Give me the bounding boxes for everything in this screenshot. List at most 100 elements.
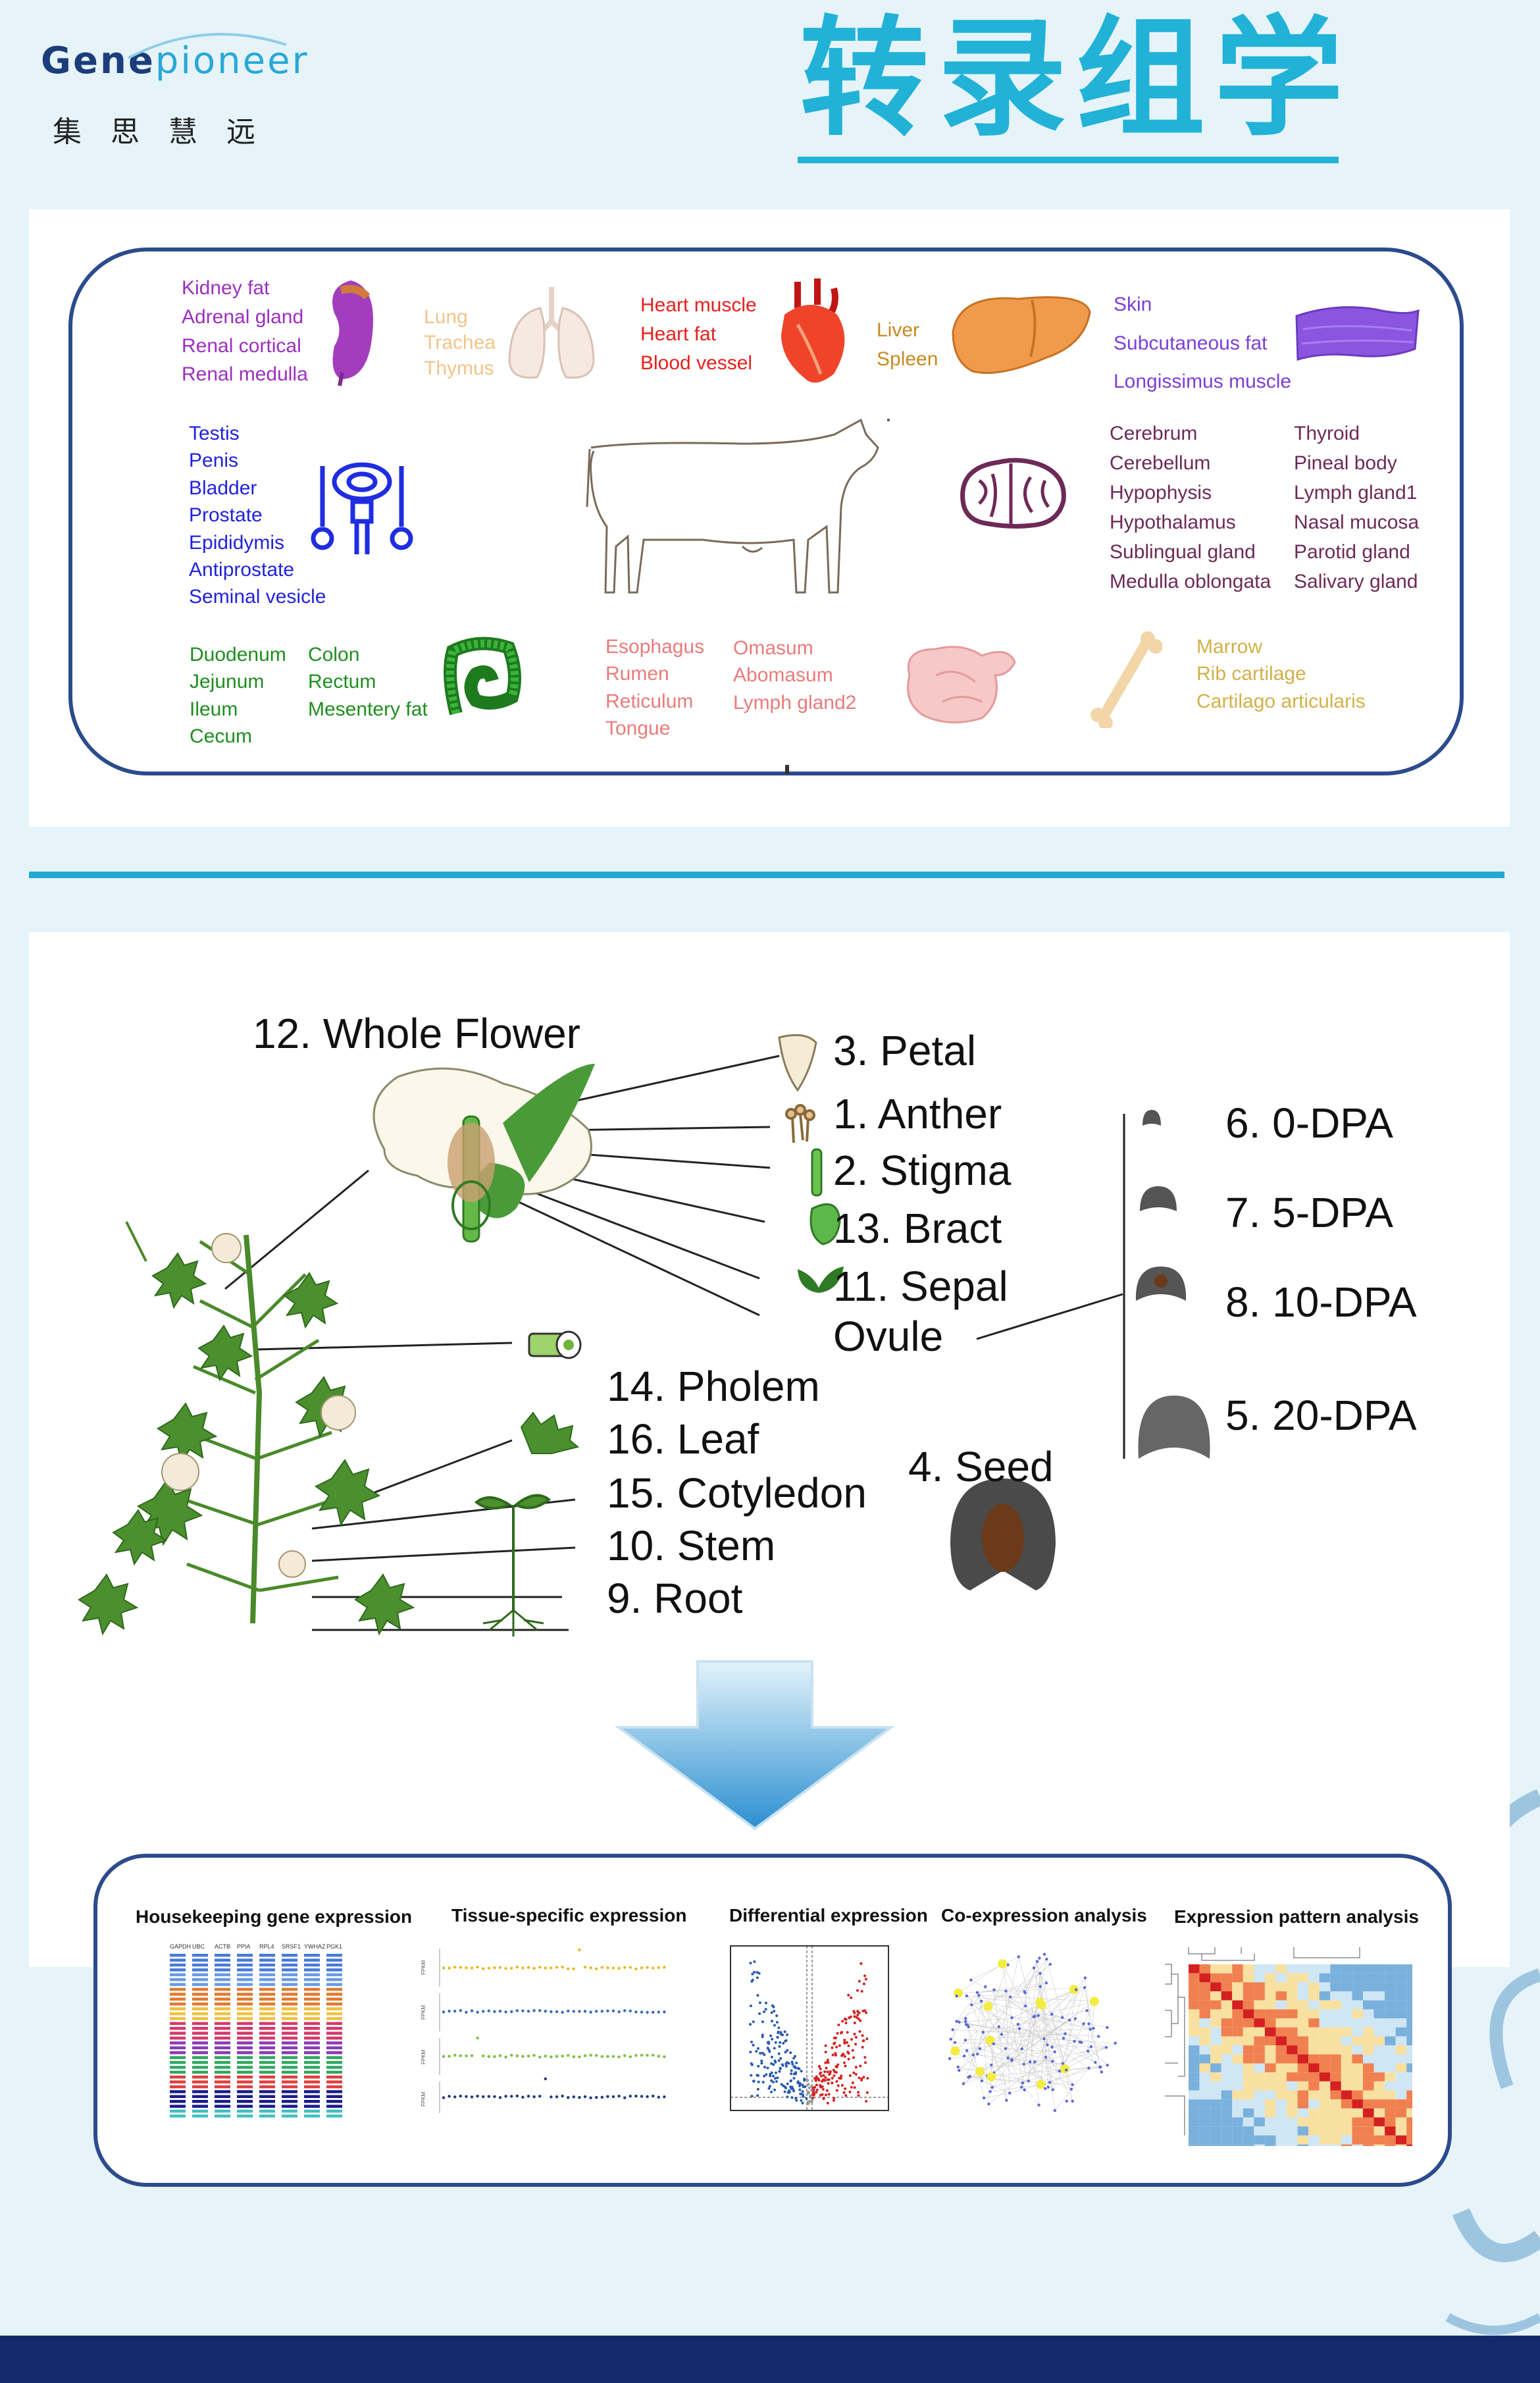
- hk-stripe: [237, 2003, 253, 2006]
- heatmap-cell: [1330, 2045, 1341, 2055]
- heatmap-cell: [1210, 2054, 1221, 2064]
- network-node: [1021, 2081, 1025, 2085]
- heatmap-cell: [1385, 1991, 1396, 2001]
- heatmap-cell: [1199, 2054, 1211, 2064]
- hk-stripe: [282, 2046, 297, 2050]
- heatmap-cell: [1341, 2063, 1352, 2073]
- hk-stripe: [282, 1993, 297, 1996]
- heatmap-cell: [1395, 2108, 1407, 2118]
- heatmap-cell: [1254, 2144, 1265, 2146]
- title-underline: [798, 157, 1339, 163]
- ts-point: [544, 2077, 547, 2081]
- hk-stripe: [304, 1958, 320, 1962]
- heatmap-cell: [1287, 2018, 1298, 2028]
- frame-tick: [785, 765, 789, 774]
- seed-icon: [950, 1479, 1056, 1590]
- ts-point: [510, 1966, 513, 1970]
- ts-point: [578, 2055, 581, 2058]
- hk-stripe: [259, 2090, 275, 2093]
- heatmap-cell: [1308, 2081, 1320, 2091]
- ts-point: [567, 2096, 570, 2099]
- ts-point: [595, 2095, 598, 2099]
- hk-stripe: [237, 1983, 253, 1986]
- hk-stripe: [215, 2076, 230, 2079]
- hk-stripe: [259, 2080, 275, 2083]
- volcano-point: [749, 2004, 752, 2008]
- volcano-point: [824, 2051, 827, 2054]
- network-node: [1089, 2045, 1093, 2049]
- heatmap-cell: [1330, 2072, 1341, 2082]
- hk-stripe: [170, 2041, 186, 2045]
- heatmap-cell: [1341, 2144, 1352, 2146]
- heatmap-cell: [1330, 2090, 1341, 2100]
- ts-point: [589, 1966, 592, 1970]
- hk-stripe: [326, 1973, 342, 1977]
- heatmap-cell: [1395, 1991, 1407, 2001]
- heatmap-cell: [1341, 2072, 1352, 2082]
- heatmap-cell: [1406, 2045, 1412, 2055]
- network-node: [1019, 2085, 1023, 2089]
- ts-point: [476, 2036, 479, 2040]
- hk-stripe: [304, 2114, 320, 2118]
- network-node: [1092, 2027, 1095, 2030]
- heatmap-cell: [1406, 2126, 1412, 2135]
- ts-point: [572, 1967, 575, 1971]
- volcano-point: [863, 2009, 867, 2012]
- heatmap-cell: [1385, 2117, 1396, 2127]
- network-node: [969, 1978, 973, 1982]
- volcano-point: [846, 2041, 848, 2044]
- heatmap-cell: [1341, 2045, 1352, 2055]
- seed-label: 4. Seed: [908, 1443, 1054, 1490]
- heatmap-cell: [1254, 1982, 1265, 1992]
- heatmap-cell: [1330, 2081, 1341, 2091]
- heatmap-cell: [1319, 2063, 1331, 2073]
- heatmap-cell: [1406, 2072, 1412, 2082]
- hk-stripe: [326, 1978, 342, 1981]
- hk-stripe: [259, 1983, 275, 1986]
- network-node: [1044, 2055, 1048, 2059]
- heatmap-cell: [1254, 2072, 1265, 2082]
- heatmap-cell: [1297, 2099, 1309, 2108]
- heatmap-cell: [1352, 1982, 1363, 1992]
- ts-point: [617, 1966, 621, 1970]
- network-edge: [971, 1982, 1046, 2005]
- network-edge: [1039, 2002, 1108, 2066]
- volcano-point: [763, 2010, 766, 2014]
- ts-point: [629, 1966, 632, 1969]
- ts-point: [572, 2095, 575, 2099]
- volcano-point: [819, 2083, 822, 2087]
- volcano-point: [790, 2069, 793, 2072]
- network-node: [1060, 2064, 1070, 2074]
- volcano-point: [794, 2071, 798, 2074]
- volcano-point: [863, 2056, 867, 2059]
- hk-stripe: [259, 2003, 275, 2006]
- volcano-point: [866, 2077, 869, 2080]
- network-edge: [1052, 2001, 1095, 2090]
- volcano-point: [779, 2041, 782, 2044]
- hk-stripe: [170, 1987, 186, 1991]
- heatmap-cell: [1264, 2045, 1276, 2055]
- network-node: [1087, 2022, 1091, 2026]
- volcano-point: [854, 2073, 858, 2076]
- heatmap-cell: [1210, 2000, 1221, 2010]
- heatmap-cell: [1199, 2000, 1211, 2010]
- hk-stripe: [192, 2114, 208, 2118]
- hk-stripe: [237, 2070, 253, 2074]
- hk-stripe: [170, 1963, 186, 1967]
- hk-stripe: [282, 1983, 297, 1986]
- heatmap-cell: [1243, 2135, 1254, 2145]
- hk-stripe: [282, 2027, 297, 2030]
- hk-stripe: [237, 2051, 253, 2055]
- volcano-point: [815, 2091, 818, 2094]
- volcano-point: [831, 2046, 834, 2049]
- heatmap-cell: [1264, 2000, 1276, 2010]
- volcano-point: [847, 1993, 850, 1997]
- volcano-point: [752, 2080, 756, 2083]
- ts-point: [634, 1967, 638, 1971]
- heatmap-cell: [1199, 1964, 1211, 1974]
- network-node: [969, 2003, 973, 2006]
- heatmap-cell: [1275, 1982, 1287, 1992]
- ts-point: [550, 2010, 553, 2014]
- volcano-point: [832, 2099, 835, 2102]
- heatmap-cell: [1199, 2036, 1211, 2046]
